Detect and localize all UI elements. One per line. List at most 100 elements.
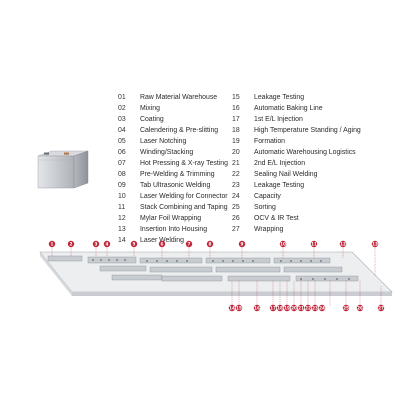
step-marker	[311, 304, 319, 312]
legend-label: Mixing	[140, 105, 160, 112]
legend-number: 04	[118, 127, 126, 134]
step-marker-label: 12	[340, 242, 346, 247]
legend-item: 02 Mixing	[118, 103, 228, 114]
mixing-equipment	[47, 255, 83, 262]
legend-label: Winding/Stacking	[140, 149, 194, 156]
step-marker-label: 25	[343, 306, 349, 311]
calendering-line	[99, 265, 147, 272]
step-marker-label: 24	[319, 306, 325, 311]
step-marker-label: 6	[161, 242, 164, 247]
step-marker	[371, 240, 379, 248]
legend-label: 1st E/L Injection	[254, 116, 303, 123]
step-marker-label: 20	[291, 306, 297, 311]
legend-label: Wrapping	[254, 226, 284, 233]
legend-number: 01	[118, 94, 126, 101]
legend-number: 19	[232, 138, 240, 145]
top-step-markers: 1 2 3 4 5 6 7 8 9 10 11 12 13	[48, 240, 379, 248]
step-marker	[339, 240, 347, 248]
welding-line	[161, 275, 223, 282]
production-line-diagram: 1 2 3 4 5 6 7 8 9 10 11 12 13 14 15 16 1…	[39, 240, 393, 312]
step-marker-label: 16	[254, 306, 260, 311]
factory-floor-edge	[40, 252, 72, 296]
legend-number: 12	[118, 215, 126, 222]
legend-label: Sealing Nail Welding	[254, 171, 318, 178]
legend-label: Pre-Welding & Trimming	[140, 171, 215, 178]
step-marker	[206, 240, 214, 248]
winding-line	[139, 257, 203, 264]
legend-item: 06 Winding/Stacking	[118, 147, 228, 158]
legend-label: Sorting	[254, 204, 276, 211]
step-marker-label: 23	[312, 306, 318, 311]
legend-label: Stack Combining and Taping	[140, 204, 228, 211]
legend-number: 15	[232, 94, 240, 101]
legend-number: 20	[232, 149, 240, 156]
step-marker-label: 9	[241, 242, 244, 247]
equipment-rows	[47, 255, 359, 282]
step-marker	[297, 304, 305, 312]
legend-number: 05	[118, 138, 126, 145]
step-marker	[283, 304, 291, 312]
legend-label: Laser Welding for Connector	[140, 193, 228, 200]
legend-number: 03	[118, 116, 126, 123]
legend-number: 18	[232, 127, 240, 134]
step-marker-label: 7	[188, 242, 191, 247]
legend-label: Hot Pressing & X-ray Testing	[140, 160, 228, 167]
sorting-line	[295, 275, 359, 282]
step-marker	[304, 304, 312, 312]
step-marker-label: 5	[133, 242, 136, 247]
legend-number: 24	[232, 193, 240, 200]
legend-number: 17	[232, 116, 240, 123]
legend-number: 25	[232, 204, 240, 211]
legend-label: High Temperature Standing / Aging	[254, 127, 361, 134]
legend-number: 02	[118, 105, 126, 112]
step-marker	[279, 240, 287, 248]
legend-number: 07	[118, 160, 126, 167]
step-marker	[235, 304, 243, 312]
legend-label: Leakage Testing	[254, 94, 305, 101]
legend-number: 21	[232, 160, 240, 167]
step-marker-label: 8	[209, 242, 212, 247]
capacity-line	[283, 266, 343, 273]
step-marker-label: 14	[229, 306, 235, 311]
legend-item: 04 Calendering & Pre-slitting	[118, 125, 228, 136]
step-marker	[356, 304, 364, 312]
legend-label: OCV & IR Test	[254, 215, 299, 222]
step-marker	[158, 240, 166, 248]
legend-item: 22 Sealing Nail Welding	[232, 169, 361, 180]
step-marker	[269, 304, 277, 312]
legend-number: 14	[118, 237, 126, 244]
legend-number: 13	[118, 226, 126, 233]
step-marker-label: 15	[236, 306, 242, 311]
step-marker-label: 17	[270, 306, 276, 311]
step-marker-label: 2	[70, 242, 73, 247]
step-marker	[290, 304, 298, 312]
baking-line	[215, 266, 281, 273]
pressing-line	[149, 266, 213, 273]
step-marker	[342, 304, 350, 312]
legend-item: 25 Sorting	[232, 202, 361, 213]
legend-label: Calendering & Pre-slitting	[140, 127, 219, 134]
injection-line	[227, 275, 291, 282]
legend-item: 26 OCV & IR Test	[232, 213, 361, 224]
legend-number: 06	[118, 149, 126, 156]
legend-item: 18 High Temperature Standing / Aging	[232, 125, 361, 136]
legend-number: 26	[232, 215, 240, 222]
step-marker	[228, 304, 236, 312]
legend-item: 07 Hot Pressing & X-ray Testing	[118, 158, 228, 169]
legend-label: Tab Ultrasonic Welding	[140, 182, 211, 189]
step-marker-label: 26	[357, 306, 363, 311]
legend-number: 22	[232, 171, 240, 178]
